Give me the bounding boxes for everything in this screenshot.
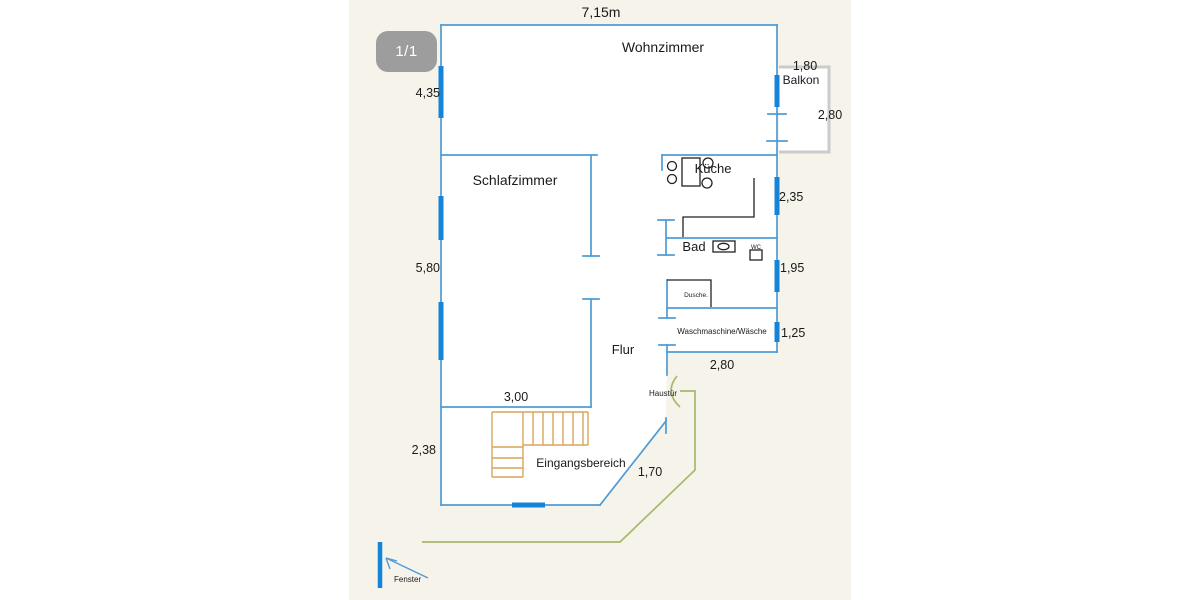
fenster-label: Fenster: [394, 575, 421, 584]
label-balkon: Balkon: [783, 73, 820, 87]
dim-left-upper: 4,35: [416, 86, 440, 100]
fenster-arrow-icon: [385, 557, 429, 579]
balcony-outline: [779, 65, 831, 154]
wc-icon: [749, 249, 763, 261]
shower-enclosure: [667, 279, 712, 307]
room-labels: Wohnzimmer Schlafzimmer Küche Bad WC Dus…: [473, 39, 820, 470]
room-interior-fill: [441, 25, 829, 505]
sink-icon: [712, 240, 736, 253]
entry-door-swing: [670, 375, 681, 408]
dim-eingang-diagonal: 1,70: [638, 465, 662, 479]
fixtures: [666, 157, 763, 307]
label-waschraum: Waschmaschine/Wäsche: [677, 327, 767, 336]
dim-left-lower: 2,38: [412, 443, 436, 457]
label-haustuer: Haustür: [649, 389, 677, 398]
dim-wasch-side: 1,25: [781, 326, 805, 340]
label-dusche: Dusche.: [684, 292, 708, 299]
kitchen-counter: [682, 178, 755, 237]
dimension-labels: 7,15m 4,35 5,80 2,38 1,80 2,80 2,35 1,95…: [412, 4, 843, 479]
label-schlafzimmer: Schlafzimmer: [473, 172, 558, 188]
dim-kueche-side: 2,35: [779, 190, 803, 204]
window-markers: [438, 66, 780, 508]
entry-path: [422, 375, 696, 543]
dim-left-middle: 5,80: [416, 261, 440, 275]
fenster-legend: Fenster: [377, 542, 429, 588]
floorplan-canvas: Fenster: [349, 0, 851, 600]
stairs: [491, 411, 589, 478]
label-bad: Bad: [682, 239, 705, 254]
page-indicator-badge: 1/1: [376, 31, 437, 72]
wall-lines: [440, 24, 788, 507]
label-flur: Flur: [612, 342, 635, 357]
label-eingangsbereich: Eingangsbereich: [536, 456, 625, 470]
dim-balkon-width: 1,80: [793, 59, 817, 73]
stove-icon: [666, 157, 714, 189]
dim-schlafzimmer-width: 3,00: [504, 390, 528, 404]
label-wc: WC: [751, 245, 762, 251]
dim-flur-width: 2,80: [710, 358, 734, 372]
label-wohnzimmer: Wohnzimmer: [622, 39, 705, 55]
dim-overall-width: 7,15m: [582, 4, 621, 20]
dim-bad-side: 1,95: [780, 261, 804, 275]
label-kueche: Küche: [695, 161, 732, 176]
dim-balkon-depth: 2,80: [818, 108, 842, 122]
floorplan-drawing: Fenster: [377, 4, 843, 588]
